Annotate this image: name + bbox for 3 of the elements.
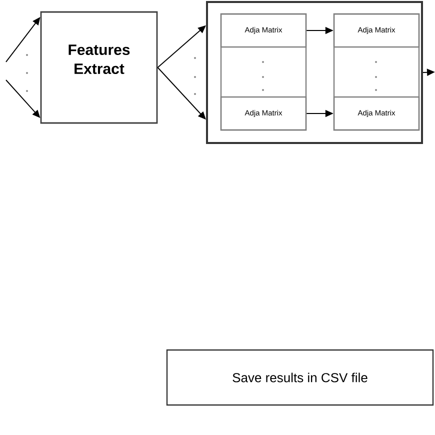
container-box [206, 1, 423, 144]
process-box: Features Extract [40, 11, 158, 124]
process-box: Save results in CSV file [166, 349, 434, 406]
